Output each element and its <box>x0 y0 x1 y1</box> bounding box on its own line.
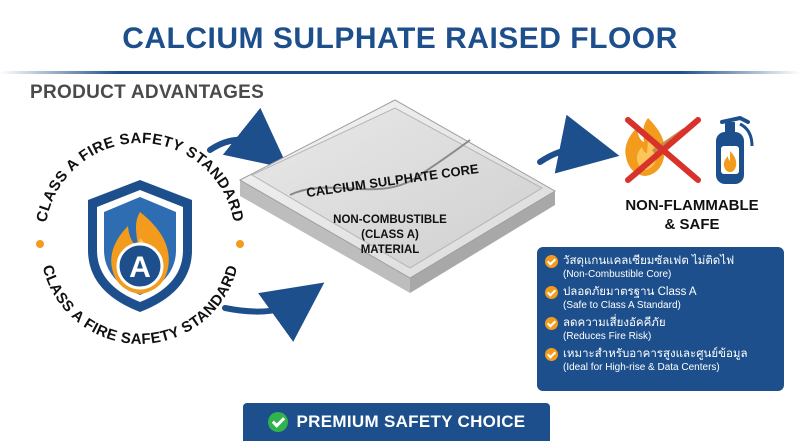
advantage-english: (Reduces Fire Risk) <box>563 331 652 342</box>
advantage-thai: วัสดุแกนแคลเซียมซัลเฟต ไม่ติดไฟ <box>563 255 735 267</box>
panel-line-2: (CLASS A) <box>361 229 419 241</box>
arrow-right-icon <box>537 114 620 174</box>
fire-extinguisher-icon <box>716 115 754 184</box>
arrow-bottom-icon <box>222 282 325 342</box>
premium-safety-banner: PREMIUM SAFETY CHOICE <box>243 403 550 441</box>
advantage-item: ปลอดภัยมาตรฐาน Class A (Safe to Class A … <box>545 285 776 312</box>
check-icon <box>545 255 558 268</box>
check-icon <box>545 317 558 330</box>
section-title: PRODUCT ADVANTAGES <box>30 82 265 103</box>
banner-label: PREMIUM SAFETY CHOICE <box>296 412 526 431</box>
check-icon <box>545 286 558 299</box>
panel-line-1: NON-COMBUSTIBLE <box>333 214 447 226</box>
floor-panel-illustration <box>238 99 556 293</box>
advantage-english: (Safe to Class A Standard) <box>563 300 681 311</box>
panel-line-3: MATERIAL <box>361 244 420 256</box>
caption-line-2: & SAFE <box>664 216 720 233</box>
main-title: CALCIUM SULPHATE RAISED FLOOR <box>122 22 678 55</box>
class-a-badge: CLASS A FIRE SAFETY STANDARD CLASS A FIR… <box>33 130 246 348</box>
advantages-list: วัสดุแกนแคลเซียมซัลเฟต ไม่ติดไฟ (Non-Com… <box>537 247 784 391</box>
caption-line-1: NON-FLAMMABLE <box>625 197 759 214</box>
shield-letter-circle <box>116 242 164 290</box>
check-icon <box>545 348 558 361</box>
advantage-item: เหมาะสำหรับอาคารสูงและศูนย์ข้อมูล (Ideal… <box>545 347 776 374</box>
advantage-thai: ปลอดภัยมาตรฐาน Class A <box>563 286 697 298</box>
non-flammable-caption: NON-FLAMMABLE & SAFE <box>612 196 772 234</box>
advantage-thai: ลดความเสี่ยงอัคคีภัย <box>563 317 666 329</box>
no-fire-icon <box>625 117 701 183</box>
arrow-top-icon <box>207 107 289 169</box>
shield-letter: A <box>129 251 151 284</box>
advantage-item: วัสดุแกนแคลเซียมซัลเฟต ไม่ติดไฟ (Non-Com… <box>545 254 776 281</box>
advantage-english: (Ideal for High-rise & Data Centers) <box>563 362 720 373</box>
check-circle-icon <box>267 412 288 432</box>
advantage-thai: เหมาะสำหรับอาคารสูงและศูนย์ข้อมูล <box>563 348 748 360</box>
advantage-item: ลดความเสี่ยงอัคคีภัย (Reduces Fire Risk) <box>545 316 776 343</box>
advantage-english: (Non-Combustible Core) <box>563 269 672 280</box>
title-divider <box>0 71 800 74</box>
ring-dot-right <box>236 240 244 248</box>
ring-dot-left <box>36 240 44 248</box>
